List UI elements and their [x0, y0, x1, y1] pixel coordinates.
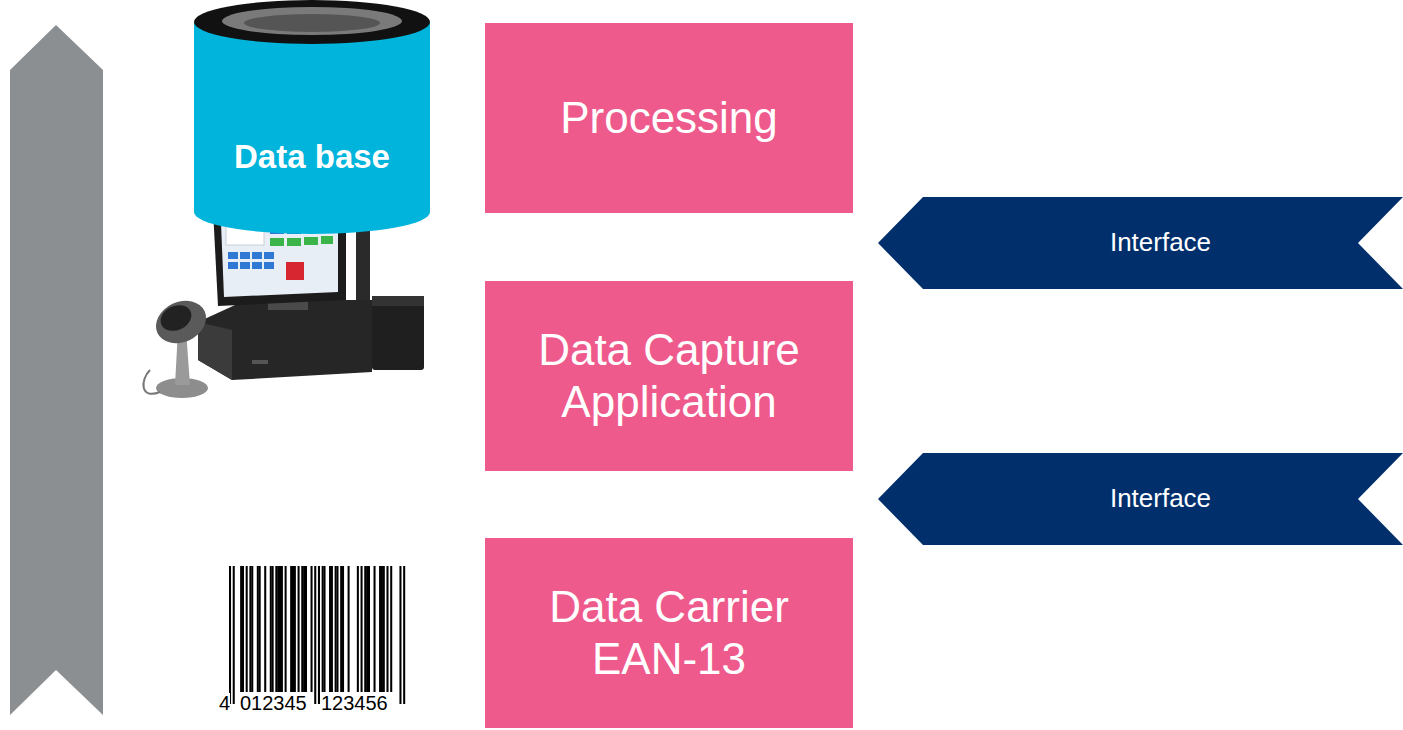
- barcode: [229, 566, 405, 704]
- barcode-digits: 4: [219, 693, 230, 713]
- interface-label: Interface: [1110, 227, 1211, 258]
- process-box: Data Carrier EAN-13: [485, 538, 853, 728]
- process-box: Processing: [485, 23, 853, 213]
- barcode-digits: 012345: [240, 693, 307, 713]
- database-cylinder: Data base: [193, 0, 431, 234]
- upward-arrow: [10, 25, 103, 715]
- node-label: Data base: [234, 137, 390, 177]
- interface-arrow: Interface: [878, 197, 1403, 289]
- interface-arrow: Interface: [878, 453, 1403, 545]
- node-label: Processing: [560, 92, 778, 144]
- node-label: Data Carrier EAN-13: [505, 581, 833, 685]
- cylinder-outline: [193, 0, 431, 234]
- barcode-digits: 123456: [321, 693, 388, 713]
- node-label: Data Capture Application: [505, 324, 833, 428]
- process-box: Data Capture Application: [485, 281, 853, 471]
- interface-label: Interface: [1110, 483, 1211, 514]
